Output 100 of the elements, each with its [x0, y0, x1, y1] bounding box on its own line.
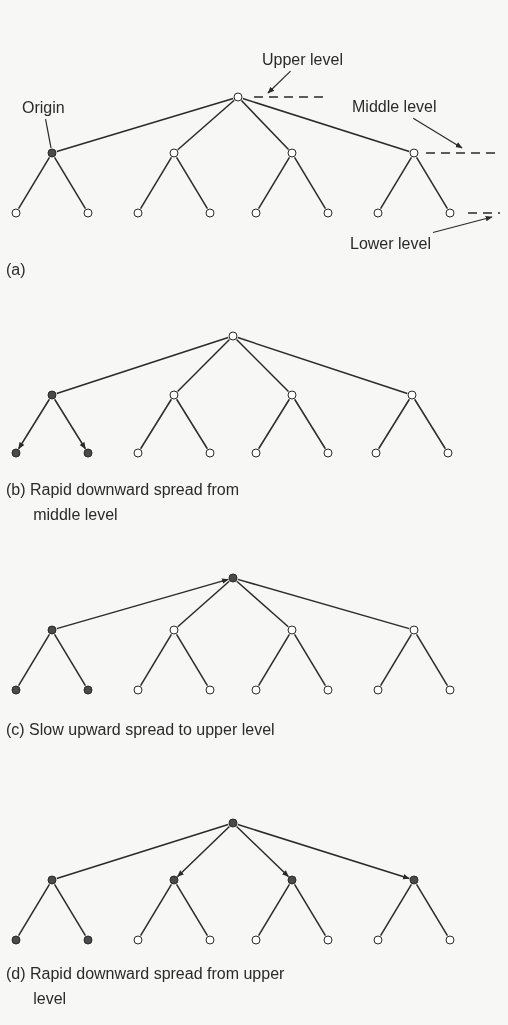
- tree-branch: [53, 156, 87, 210]
- filled-dot: [287, 875, 297, 885]
- open-circle: [323, 448, 333, 458]
- open-circle: [323, 935, 333, 945]
- open-circle: [445, 208, 455, 218]
- tree-branch: [56, 336, 229, 395]
- open-circle: [251, 448, 261, 458]
- open-circle: [205, 685, 215, 695]
- tree-branch: [237, 336, 408, 395]
- leader-line: [267, 70, 292, 94]
- level-label: Upper level: [262, 50, 343, 70]
- open-circle: [169, 625, 179, 635]
- tree-branch: [242, 97, 410, 153]
- arrow: [17, 398, 51, 450]
- tree-branch: [415, 156, 449, 210]
- filled-dot: [83, 935, 93, 945]
- tree-branch: [17, 883, 51, 937]
- open-circle: [233, 92, 243, 102]
- tree-branch: [139, 883, 173, 937]
- open-circle: [133, 685, 143, 695]
- open-circle: [205, 935, 215, 945]
- open-circle: [443, 448, 453, 458]
- tree-branch: [17, 633, 51, 687]
- tree-branch: [379, 156, 413, 210]
- tree-branch: [257, 883, 291, 937]
- tree-branch: [415, 633, 449, 687]
- open-circle: [409, 625, 419, 635]
- tree-branch: [53, 883, 87, 937]
- tree-branch: [177, 99, 235, 151]
- tree-branch: [235, 338, 290, 393]
- filled-dot: [47, 390, 57, 400]
- open-circle: [445, 685, 455, 695]
- leader-line: [44, 118, 52, 149]
- open-circle: [287, 390, 297, 400]
- open-circle: [373, 935, 383, 945]
- tree-branch: [56, 823, 229, 880]
- tree-branch: [175, 883, 209, 937]
- open-circle: [373, 685, 383, 695]
- open-circle: [373, 208, 383, 218]
- level-label: Origin: [22, 98, 65, 118]
- open-circle: [409, 148, 419, 158]
- panel-caption: (b) Rapid downward spread from middle level: [6, 480, 240, 525]
- tree-branch: [293, 883, 327, 937]
- tree-branch: [237, 578, 410, 630]
- open-circle: [251, 935, 261, 945]
- open-circle: [445, 935, 455, 945]
- filled-dot: [47, 625, 57, 635]
- tree-branch: [379, 883, 413, 937]
- tree-branch: [176, 338, 231, 393]
- arrow: [56, 578, 229, 630]
- leader-line: [412, 117, 463, 149]
- tree-branch: [257, 156, 291, 210]
- filled-dot: [83, 448, 93, 458]
- tree-branch: [293, 633, 327, 687]
- tree-branch: [139, 398, 173, 450]
- tree-branch: [413, 398, 447, 450]
- open-circle: [133, 448, 143, 458]
- tree-branch: [236, 580, 289, 628]
- open-circle: [228, 331, 238, 341]
- open-circle: [407, 390, 417, 400]
- open-circle: [133, 208, 143, 218]
- filled-dot: [11, 935, 21, 945]
- tree-branch: [293, 398, 327, 450]
- open-circle: [287, 625, 297, 635]
- tree-branch: [240, 99, 290, 151]
- panel-caption: (a): [6, 260, 27, 280]
- arrow: [237, 823, 410, 880]
- tree-branch: [293, 156, 327, 210]
- filled-dot: [169, 875, 179, 885]
- arrow: [176, 825, 231, 878]
- filled-dot: [47, 875, 57, 885]
- arrow: [235, 825, 290, 878]
- open-circle: [323, 685, 333, 695]
- tree-branch: [175, 156, 209, 210]
- arrow: [53, 398, 87, 450]
- tree-branch: [177, 580, 230, 628]
- open-circle: [371, 448, 381, 458]
- leader-line: [432, 215, 493, 234]
- tree-branch: [17, 156, 51, 210]
- tree-branch: [257, 398, 291, 450]
- filled-dot: [228, 573, 238, 583]
- open-circle: [251, 685, 261, 695]
- panel-caption: (c) Slow upward spread to upper level: [6, 720, 276, 740]
- open-circle: [251, 208, 261, 218]
- open-circle: [169, 390, 179, 400]
- tree-branch: [53, 633, 87, 687]
- tree-branch: [56, 97, 234, 153]
- panel-caption: (d) Rapid downward spread from upper level: [6, 964, 286, 1009]
- filled-dot: [47, 148, 57, 158]
- tree-branch: [139, 633, 173, 687]
- open-circle: [205, 208, 215, 218]
- filled-dot: [11, 685, 21, 695]
- tree-branch: [139, 156, 173, 210]
- tree-branch: [379, 633, 413, 687]
- tree-branch: [377, 398, 411, 450]
- filled-dot: [228, 818, 238, 828]
- tree-branch: [257, 633, 291, 687]
- filled-dot: [83, 685, 93, 695]
- tree-branch: [175, 398, 209, 450]
- open-circle: [83, 208, 93, 218]
